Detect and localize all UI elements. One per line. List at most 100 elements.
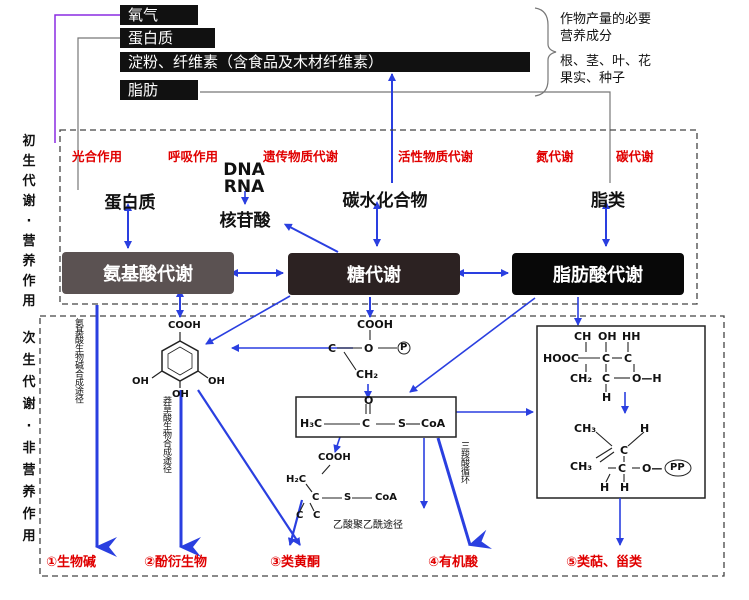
process-respiration: 呼吸作用 [168,149,219,164]
process-carbon: 碳代谢 [616,149,654,164]
ipp-o: O— [642,462,663,475]
mev-h: H [602,391,612,404]
protein-top-link [77,37,120,190]
fat-link [200,91,611,183]
crop-note-line2: 营养成分 [560,29,613,44]
mev-hh: HH [622,330,641,343]
product-starch-cellulose: 淀粉、纤维素（含食品及木材纤维素） [120,52,530,72]
crop-note-line1: 作物产量的必要 [560,12,652,27]
primary-metabolism-label: 初 生 代 谢 · 营 养 作 用 [20,132,38,312]
mev-hooc: HOOC [543,352,579,365]
mev-c3: C [602,372,611,385]
secondary-label-char: 用 [22,529,36,544]
secondary-label-char: · [26,419,32,434]
terpene-box [536,325,706,499]
pep-p: P [400,342,408,353]
crop-note-line3: 根、茎、叶、花 [560,54,652,69]
phenol-cooh: COOH [168,320,201,331]
ipp-pp: PP [670,462,685,473]
brace [534,7,557,97]
product-protein: 蛋白质 [120,28,215,48]
acetyl-h3c: H₃C [300,417,323,430]
acetyl-coa-box [295,396,457,438]
malonyl-s: S [344,492,352,503]
phenol-oh-right: OH [208,376,225,387]
product-fat: 脂肪 [120,80,198,100]
secondary-label-char: 养 [22,485,36,500]
primary-label-char: 谢 [22,194,36,209]
secondary-label-char: 代 [22,375,36,390]
process-genetic: 遗传物质代谢 [263,149,339,164]
primary-label-char: 初 [22,134,36,149]
crop-note-line4: 果实、种子 [560,71,626,86]
ipp-c1: C [620,444,629,457]
acetyl-c: C [362,417,371,430]
ipp-h-right: H [620,481,630,494]
acetyl-o: O [364,394,374,407]
product-flavonoids: ③类黄酮 [270,555,321,570]
acetyl-s: S [398,417,406,430]
sugar-metabolism: 糖代谢 [288,253,460,295]
pep-cooh: COOH [357,318,393,331]
product-organic-acids: ④有机酸 [428,555,479,570]
malonyl-c-left: C [296,510,304,521]
secondary-box [39,315,725,577]
malonyl-coa: CoA [375,492,397,503]
ipp-h-top: H [640,422,650,435]
oxygen-link [54,14,120,143]
secondary-label-char: 作 [22,507,36,522]
node-dna: DNA [223,160,265,180]
tca-cycle-label: 三羧酸循环 [459,441,469,484]
pep-ch2: CH₂ [356,368,379,381]
node-protein: 蛋白质 [104,193,156,213]
node-lipid: 脂类 [591,191,625,211]
ipp-ch3-bottom: CH₃ [570,460,593,473]
fatty-acid-metabolism: 脂肪酸代谢 [512,253,684,295]
primary-label-char: 生 [22,154,36,169]
secondary-label-char: 谢 [22,397,36,412]
node-rna: RNA [223,177,265,197]
node-nucleotide: 核苷酸 [219,211,271,231]
malonyl-cooh: COOH [318,452,351,463]
crop-note: 作物产量的必要 营养成分 根、茎、叶、花 果实、种子 [560,11,651,87]
primary-label-char: 作 [22,274,36,289]
primary-label-char: 用 [22,294,36,309]
primary-label-char: 代 [22,174,36,189]
process-active-substance: 活性物质代谢 [398,149,474,164]
node-dna-rna: DNA RNA [214,162,274,196]
phenol-oh-left: OH [132,376,149,387]
mev-c2: C [624,352,633,365]
malonyl-h2c: H₂C [286,474,307,485]
amino-acid-metabolism: 氨基酸代谢 [62,252,234,294]
pep-o: O [364,342,374,355]
malonyl-c-right: C [313,510,321,521]
node-carbohydrate: 碳水化合物 [342,191,428,211]
secondary-metabolism-label: 次 生 代 谢 · 非 营 养 作 用 [20,328,38,548]
product-oxygen: 氧气 [120,5,198,25]
malonyl-c: C [312,492,320,503]
primary-label-char: 营 [22,234,36,249]
acetyl-coa: CoA [421,417,446,430]
ipp-c2: C [618,462,627,475]
shikimate-pathway-label: 莽草酸生物合成途径 [161,396,171,473]
secondary-label-char: 营 [22,463,36,478]
secondary-label-char: 次 [22,331,36,346]
primary-label-char: 养 [22,254,36,269]
ipp-h-left: H [600,481,610,494]
primary-label-char: · [26,214,32,229]
mev-o-h: O—H [632,372,662,385]
product-alkaloids: ①生物碱 [46,555,97,570]
pep-c: C [328,342,337,355]
secondary-label-char: 非 [22,441,36,456]
process-photosynthesis: 光合作用 [72,149,123,164]
ipp-ch3-top: CH₃ [574,422,597,435]
process-nitrogen: 氮代谢 [536,149,574,164]
mev-ch: CH [574,330,592,343]
product-terpenes-steroids: ⑤类萜、甾类 [566,555,643,570]
mev-c1: C [602,352,611,365]
mev-ch2: CH₂ [570,372,593,385]
secondary-label-char: 生 [22,353,36,368]
product-phenol-derivatives: ②酚衍生物 [144,555,208,570]
alkaloid-pathway-label: 氨基酸生物碱合成途径 [73,318,83,403]
